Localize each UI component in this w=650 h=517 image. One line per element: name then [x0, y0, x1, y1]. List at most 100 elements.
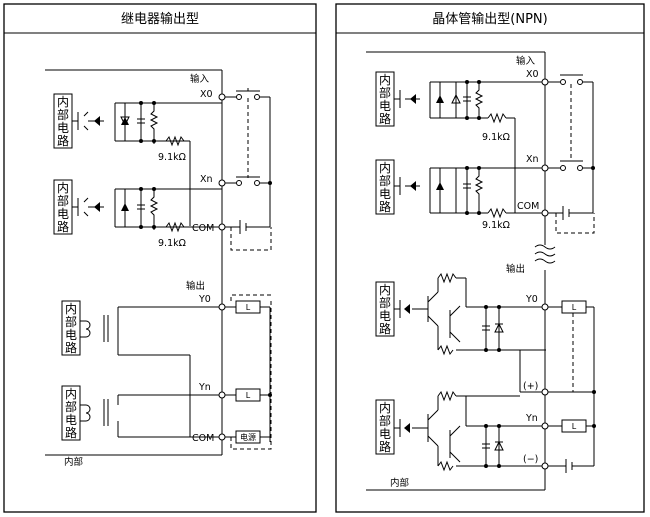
svg-text:部: 部	[65, 399, 77, 414]
relay-com-output-label: COM	[192, 433, 214, 444]
svg-text:路: 路	[57, 219, 69, 234]
svg-text:电: 电	[57, 121, 69, 135]
transistor-input-internal-circuit-1: 内 部 电 路	[375, 71, 395, 127]
transistor-input-label: 输入	[516, 55, 536, 67]
transistor-plus-label: (+)	[523, 381, 538, 392]
relay-output-internal-circuit-2: 内 部 电 路	[61, 385, 81, 441]
svg-text:电: 电	[65, 328, 77, 342]
relay-com-input-terminal	[218, 223, 226, 231]
relay-com-output-terminal	[218, 433, 226, 441]
relay-y0-terminal	[218, 303, 226, 311]
svg-text:内: 内	[379, 73, 391, 87]
svg-text:部: 部	[57, 193, 69, 208]
transistor-plus-terminal	[541, 388, 549, 396]
relay-xn-label: Xn	[200, 174, 213, 185]
svg-text:电源: 电源	[240, 432, 256, 442]
transistor-output-panel: 晶体管输出型(NPN) 内 部 电 路 内 部 电 路 内 部 电 路 内 部 …	[335, 3, 645, 513]
relay-power-supply: 电源	[225, 294, 272, 450]
svg-text:内: 内	[57, 181, 69, 195]
svg-text:L: L	[572, 422, 577, 431]
transistor-output-network-2	[394, 390, 546, 472]
relay-input-switches	[225, 88, 272, 251]
relay-x0-terminal	[218, 93, 226, 101]
relay-output-relay-2	[80, 394, 222, 438]
transistor-resistor-2-label: 9.1kΩ	[482, 220, 510, 231]
transistor-output-internal-circuit-2: 内 部 电 路	[375, 399, 395, 455]
relay-input-network-1	[72, 101, 222, 226]
transistor-y0-label: Y0	[525, 294, 538, 305]
svg-text:内: 内	[57, 95, 69, 109]
transistor-output-label: 输出	[506, 263, 525, 275]
relay-internal-label: 内部	[64, 456, 83, 468]
svg-text:路: 路	[379, 439, 391, 454]
svg-text:电: 电	[379, 99, 391, 113]
svg-text:路: 路	[379, 199, 391, 214]
svg-text:电: 电	[379, 309, 391, 323]
relay-output-relay-1	[80, 306, 222, 437]
relay-input-internal-circuit-1: 内 部 电 路	[53, 93, 73, 149]
svg-text:L: L	[246, 391, 251, 400]
svg-text:路: 路	[65, 425, 77, 440]
transistor-input-network-2	[394, 166, 545, 219]
relay-input-network-2	[72, 187, 222, 233]
transistor-xn-label: Xn	[526, 154, 539, 165]
relay-yn-terminal	[218, 391, 226, 399]
transistor-load-y0: L	[548, 300, 595, 466]
relay-output-internal-circuit-1: 内 部 电 路	[61, 300, 81, 356]
svg-text:内: 内	[379, 161, 391, 175]
relay-y0-label: Y0	[198, 294, 211, 305]
svg-text:内: 内	[65, 302, 77, 316]
svg-text:部: 部	[379, 85, 391, 100]
transistor-output-network-1	[394, 272, 546, 393]
relay-input-label: 输入	[190, 73, 210, 85]
transistor-output-internal-circuit-1: 内 部 电 路	[375, 281, 395, 337]
relay-input-internal-circuit-2: 内 部 电 路	[53, 179, 73, 235]
transistor-output-battery	[548, 459, 594, 473]
relay-yn-label: Yn	[198, 382, 211, 393]
svg-text:部: 部	[379, 173, 391, 188]
transistor-minus-terminal	[541, 462, 549, 470]
transistor-com-input-terminal	[541, 209, 549, 217]
relay-panel-title: 继电器输出型	[121, 11, 199, 27]
transistor-com-input-label: COM	[517, 201, 539, 212]
transistor-load-yn: L	[548, 390, 596, 433]
svg-text:电: 电	[379, 187, 391, 201]
relay-xn-terminal	[218, 179, 226, 187]
relay-com-input-label: COM	[192, 223, 214, 234]
transistor-input-switches	[548, 74, 595, 234]
svg-text:L: L	[246, 303, 251, 312]
transistor-internal-label: 内部	[390, 477, 409, 489]
svg-text:路: 路	[379, 111, 391, 126]
svg-text:内: 内	[379, 401, 391, 415]
transistor-input-internal-circuit-2: 内 部 电 路	[375, 159, 395, 215]
svg-text:电: 电	[65, 413, 77, 427]
svg-text:路: 路	[65, 340, 77, 355]
svg-text:电: 电	[379, 427, 391, 441]
relay-output-label: 输出	[186, 280, 205, 292]
relay-output-panel: 继电器输出型 内 部 电 路 内 部 电 路 内 部 电 路 内 部 电	[3, 3, 317, 513]
svg-text:部: 部	[379, 295, 391, 310]
svg-text:L: L	[572, 303, 577, 312]
relay-panel-frame	[3, 3, 317, 513]
transistor-x0-terminal	[541, 78, 549, 86]
transistor-yn-terminal	[541, 422, 549, 430]
transistor-minus-label: (−)	[523, 454, 538, 465]
svg-text:部: 部	[57, 107, 69, 122]
transistor-xn-terminal	[541, 164, 549, 172]
relay-resistor-1-label: 9.1kΩ	[158, 152, 186, 163]
relay-x0-label: X0	[200, 89, 213, 100]
svg-text:内: 内	[65, 387, 77, 401]
transistor-x0-label: X0	[526, 69, 539, 80]
relay-load-yn: L	[225, 388, 272, 402]
transistor-resistor-1-label: 9.1kΩ	[482, 132, 510, 143]
svg-text:部: 部	[65, 314, 77, 329]
svg-text:路: 路	[57, 133, 69, 148]
transistor-y0-terminal	[541, 303, 549, 311]
relay-resistor-2-label: 9.1kΩ	[158, 238, 186, 249]
transistor-input-network-1	[394, 80, 545, 213]
relay-load-y0: L	[225, 300, 271, 442]
svg-text:内: 内	[379, 283, 391, 297]
transistor-panel-title: 晶体管输出型(NPN)	[432, 11, 547, 27]
svg-text:路: 路	[379, 321, 391, 336]
transistor-yn-label: Yn	[525, 413, 538, 424]
